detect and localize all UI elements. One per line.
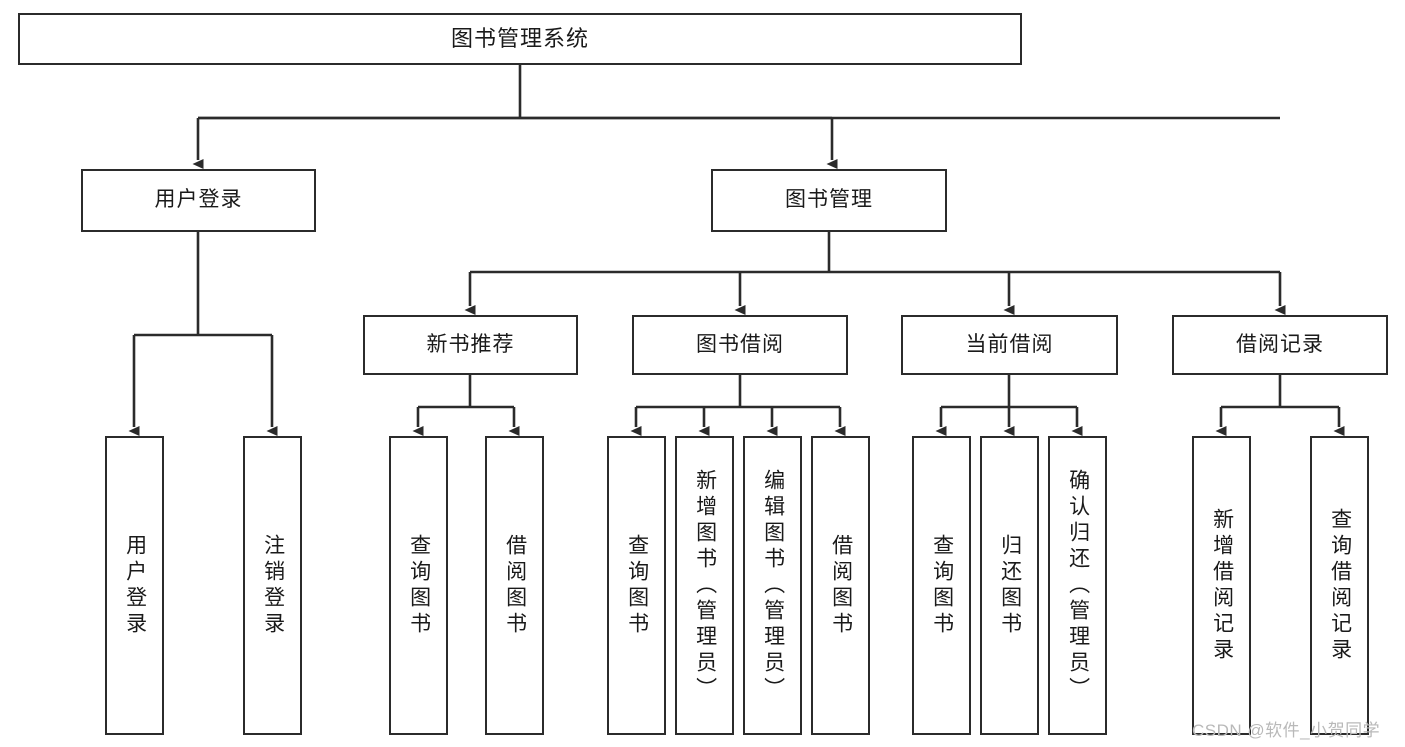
node-leaf-logout-login[interactable]: 注销登录 (243, 436, 302, 735)
node-new-book-recommend-label: 新书推荐 (426, 332, 515, 356)
node-leaf-logout-login-label: 注销登录 (261, 533, 285, 638)
node-leaf-confirm-return[interactable]: 确认归还（管理员） (1048, 436, 1107, 735)
node-leaf-borrow-book-1-label: 借阅图书 (503, 533, 527, 638)
node-leaf-return-book-label: 归还图书 (998, 533, 1022, 638)
node-leaf-borrow-book-2-label: 借阅图书 (829, 533, 853, 638)
node-leaf-edit-book[interactable]: 编辑图书（管理员） (743, 436, 802, 735)
node-leaf-borrow-book-2[interactable]: 借阅图书 (811, 436, 870, 735)
node-user-login[interactable]: 用户登录 (81, 169, 316, 232)
node-user-login-label: 用户登录 (154, 188, 243, 212)
node-leaf-borrow-book-1[interactable]: 借阅图书 (485, 436, 544, 735)
node-book-borrow[interactable]: 图书借阅 (632, 315, 848, 375)
node-leaf-user-login-label: 用户登录 (123, 533, 147, 638)
node-root[interactable]: 图书管理系统 (18, 13, 1022, 65)
node-leaf-query-book-3-label: 查询图书 (930, 533, 954, 638)
node-leaf-query-book-1-label: 查询图书 (407, 533, 431, 638)
node-leaf-query-book-2[interactable]: 查询图书 (607, 436, 666, 735)
node-book-manage-label: 图书管理 (785, 188, 873, 212)
node-leaf-query-record-label: 查询借阅记录 (1328, 507, 1352, 664)
node-leaf-user-login[interactable]: 用户登录 (105, 436, 164, 735)
node-leaf-query-book-2-label: 查询图书 (625, 533, 649, 638)
node-leaf-edit-book-label: 编辑图书（管理员） (761, 468, 785, 703)
node-leaf-add-record-label: 新增借阅记录 (1210, 507, 1234, 664)
node-leaf-query-book-3[interactable]: 查询图书 (912, 436, 971, 735)
node-book-manage[interactable]: 图书管理 (711, 169, 947, 232)
node-leaf-add-book-label: 新增图书（管理员） (693, 468, 717, 703)
node-new-book-recommend[interactable]: 新书推荐 (363, 315, 578, 375)
node-current-borrow[interactable]: 当前借阅 (901, 315, 1118, 375)
node-leaf-add-book[interactable]: 新增图书（管理员） (675, 436, 734, 735)
node-borrow-record-label: 借阅记录 (1236, 332, 1324, 356)
node-current-borrow-label: 当前借阅 (965, 332, 1054, 356)
node-leaf-query-record[interactable]: 查询借阅记录 (1310, 436, 1369, 735)
node-borrow-record[interactable]: 借阅记录 (1172, 315, 1388, 375)
node-leaf-return-book[interactable]: 归还图书 (980, 436, 1039, 735)
node-leaf-confirm-return-label: 确认归还（管理员） (1066, 468, 1090, 703)
node-leaf-add-record[interactable]: 新增借阅记录 (1192, 436, 1251, 735)
node-book-borrow-label: 图书借阅 (696, 332, 784, 356)
node-root-label: 图书管理系统 (450, 26, 589, 52)
node-leaf-query-book-1[interactable]: 查询图书 (389, 436, 448, 735)
